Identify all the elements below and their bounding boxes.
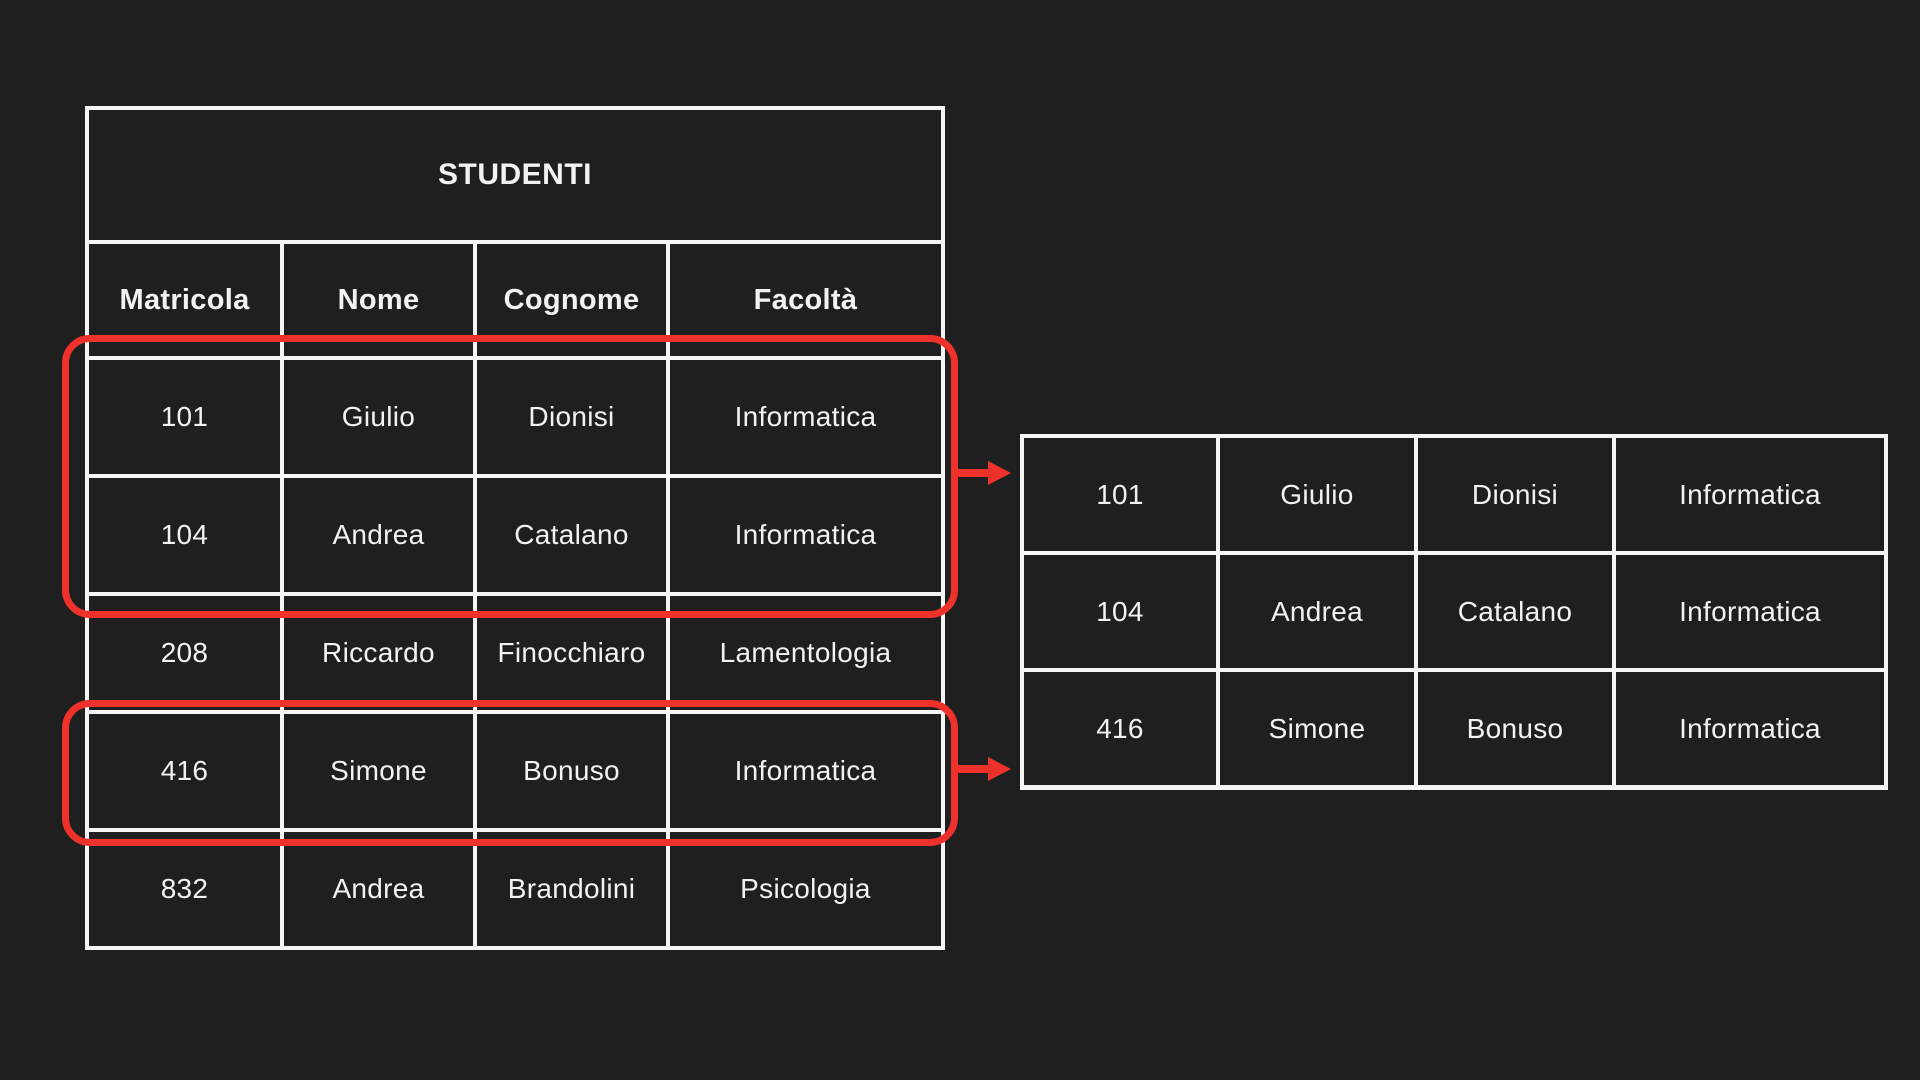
table-cell: 832: [89, 832, 280, 946]
table-cell: Informatica: [670, 360, 941, 474]
selection-arrow-icon: [954, 754, 1014, 784]
highlight-box-rows-101-104: [62, 335, 958, 618]
table-cell: 101: [89, 360, 280, 474]
table-cell: 104: [1024, 555, 1216, 668]
table-cell: Giulio: [1220, 438, 1414, 551]
table-cell: Brandolini: [477, 832, 666, 946]
highlight-box-row-416: [62, 700, 958, 846]
table-cell: Psicologia: [670, 832, 941, 946]
table-cell: Simone: [284, 714, 473, 828]
table-cell: Andrea: [284, 832, 473, 946]
selection-arrow-icon: [954, 458, 1014, 488]
table-cell: Bonuso: [477, 714, 666, 828]
table-cell: 416: [89, 714, 280, 828]
table-cell: Informatica: [1616, 438, 1884, 551]
table-cell: Dionisi: [1418, 438, 1612, 551]
result-table: 101 Giulio Dionisi Informatica 104 Andre…: [1020, 434, 1888, 790]
table-cell: Bonuso: [1418, 672, 1612, 785]
table-cell: Informatica: [1616, 555, 1884, 668]
table-cell: Simone: [1220, 672, 1414, 785]
table-cell: Informatica: [670, 714, 941, 828]
table-title: STUDENTI: [89, 110, 941, 240]
table-cell: Dionisi: [477, 360, 666, 474]
table-cell: Catalano: [477, 478, 666, 592]
table-cell: Andrea: [284, 478, 473, 592]
table-cell: Giulio: [284, 360, 473, 474]
table-cell: Andrea: [1220, 555, 1414, 668]
table-cell: Catalano: [1418, 555, 1612, 668]
table-cell: 416: [1024, 672, 1216, 785]
table-cell: Informatica: [1616, 672, 1884, 785]
table-cell: 104: [89, 478, 280, 592]
table-cell: 101: [1024, 438, 1216, 551]
table-cell: Informatica: [670, 478, 941, 592]
